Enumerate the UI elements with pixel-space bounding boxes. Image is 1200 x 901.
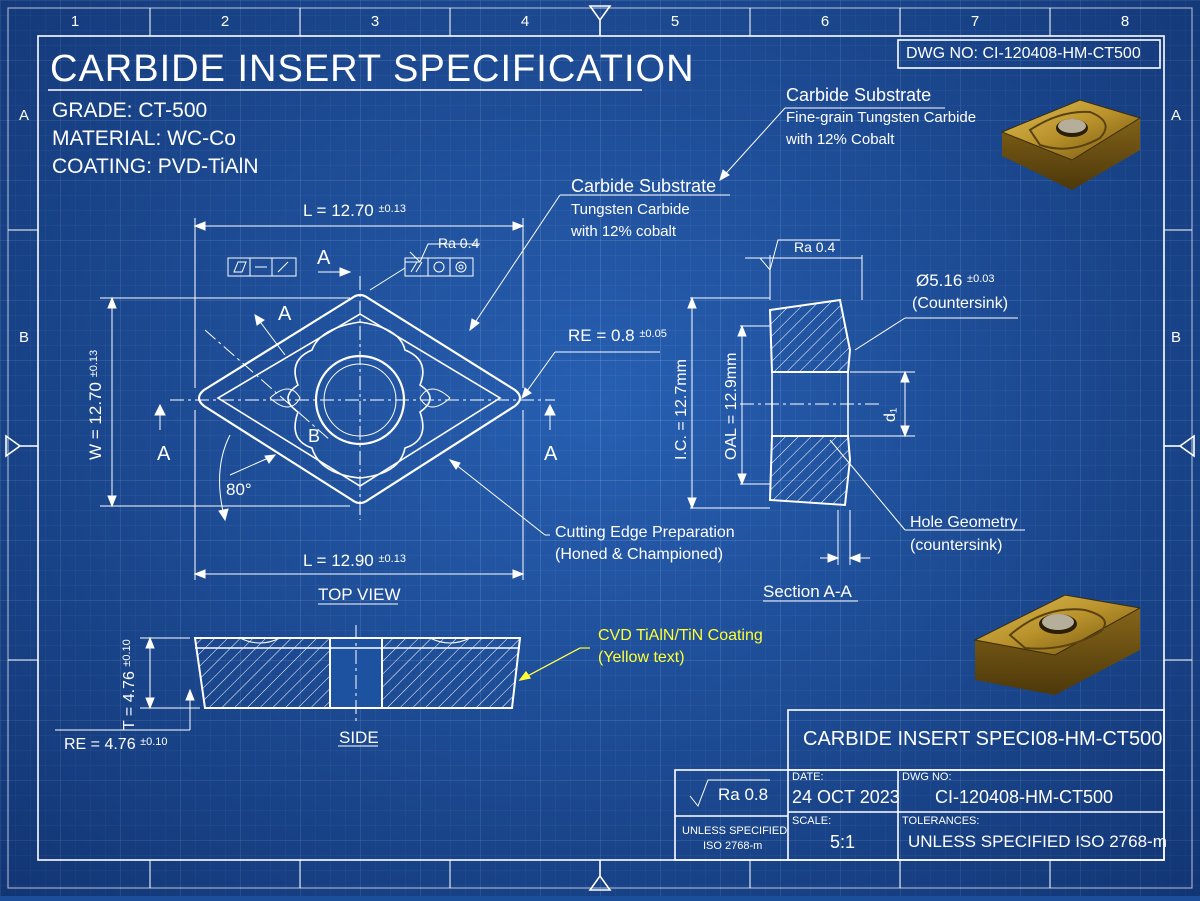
- row-label-b-left: B: [19, 329, 29, 346]
- col-label-8: 8: [1121, 13, 1129, 30]
- section-lower-half: [768, 435, 852, 507]
- col-label-5: 5: [671, 13, 679, 30]
- view-label-underlines: [318, 600, 858, 747]
- row-label-a-left: A: [19, 107, 29, 124]
- col-label-6: 6: [821, 13, 829, 30]
- title-block-frame: [674, 709, 1165, 861]
- section-upper-half: [768, 298, 852, 373]
- col-label-2: 2: [221, 13, 229, 30]
- col-label-7: 7: [971, 13, 979, 30]
- side-view: [55, 625, 590, 731]
- border-zone-labels: 1 2 3 4 5 6 7 8 A A B B: [19, 13, 1181, 346]
- section-view: [687, 239, 1025, 565]
- coating-leader: [518, 647, 590, 681]
- col-label-3: 3: [371, 13, 379, 30]
- insert-outline: [197, 293, 522, 505]
- col-label-4: 4: [521, 13, 529, 30]
- centering-marks: [5, 5, 1195, 891]
- section-dimensions: [687, 239, 1025, 565]
- border-ticks: [8, 8, 1192, 888]
- row-label-a-right: A: [1171, 107, 1181, 124]
- substrate-leader-top: [719, 107, 945, 182]
- top-view: [170, 276, 555, 520]
- top-view-dimensions: [100, 194, 730, 580]
- insert-3d-render-top: [1000, 99, 1142, 190]
- row-label-b-right: B: [1171, 329, 1181, 346]
- drawing-frame: [7, 7, 1193, 889]
- col-label-1: 1: [71, 13, 79, 30]
- title-block-ra-symbol: [689, 779, 770, 807]
- center-hole-inner: [323, 363, 397, 437]
- insert-3d-render-bottom: [973, 594, 1142, 695]
- dwg-number-box: [897, 39, 1161, 69]
